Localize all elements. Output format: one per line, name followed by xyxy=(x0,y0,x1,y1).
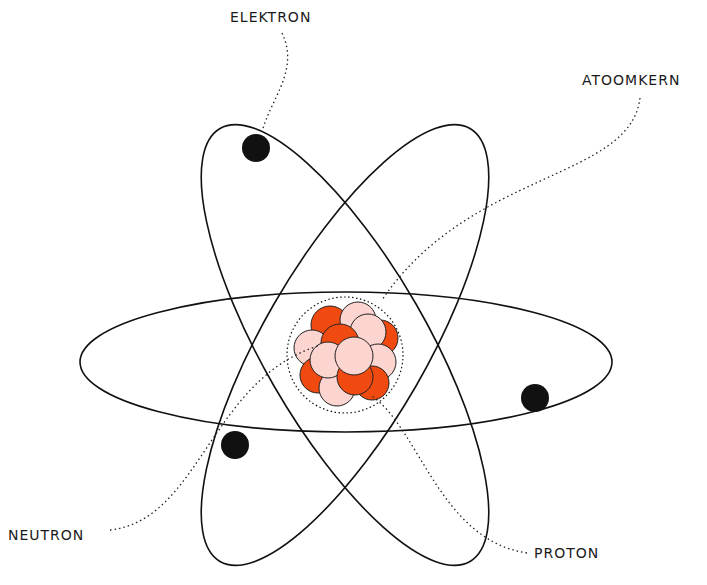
part-label: PROTON xyxy=(534,545,599,561)
nucleus xyxy=(294,302,398,406)
electrons xyxy=(221,134,549,459)
orbit xyxy=(149,87,541,585)
nucleus-boundary xyxy=(287,297,403,413)
orbit xyxy=(149,87,541,585)
part-label: ATOOMKERN xyxy=(582,72,680,88)
part-label: NEUTRON xyxy=(8,527,84,543)
leader-lines xyxy=(110,33,640,553)
orbit xyxy=(80,292,612,432)
part-label: ELEKTRON xyxy=(230,9,311,25)
